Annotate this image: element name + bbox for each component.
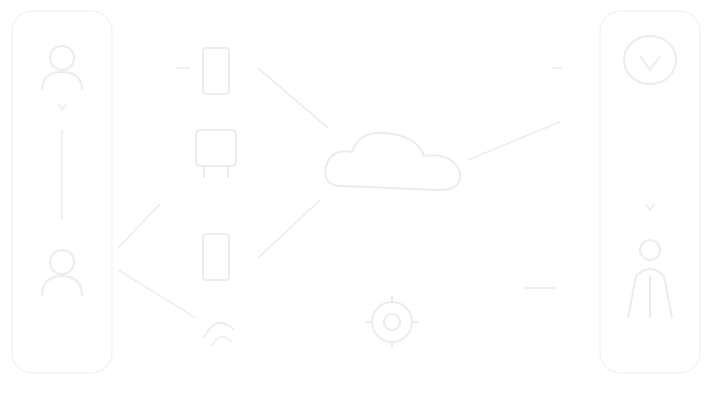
mobile-phone-icon: [202, 233, 230, 281]
gear-icon: [366, 296, 418, 348]
mobile-phone-icon: [202, 47, 230, 95]
face-recognition-icon: [623, 35, 677, 85]
right-panel: [599, 10, 701, 374]
arrow-down-icon: [57, 103, 67, 220]
people-icon: [627, 239, 673, 319]
connector-lines: [117, 67, 562, 319]
cloud-link-connector: [467, 121, 561, 161]
terminal-kiosk-icon: [195, 129, 237, 178]
fingerprint-icon: [203, 321, 235, 347]
user-icon: [41, 45, 83, 91]
user-icon: [41, 249, 83, 297]
arrow-down-icon: [645, 203, 655, 212]
cloud-icon: [324, 131, 462, 192]
